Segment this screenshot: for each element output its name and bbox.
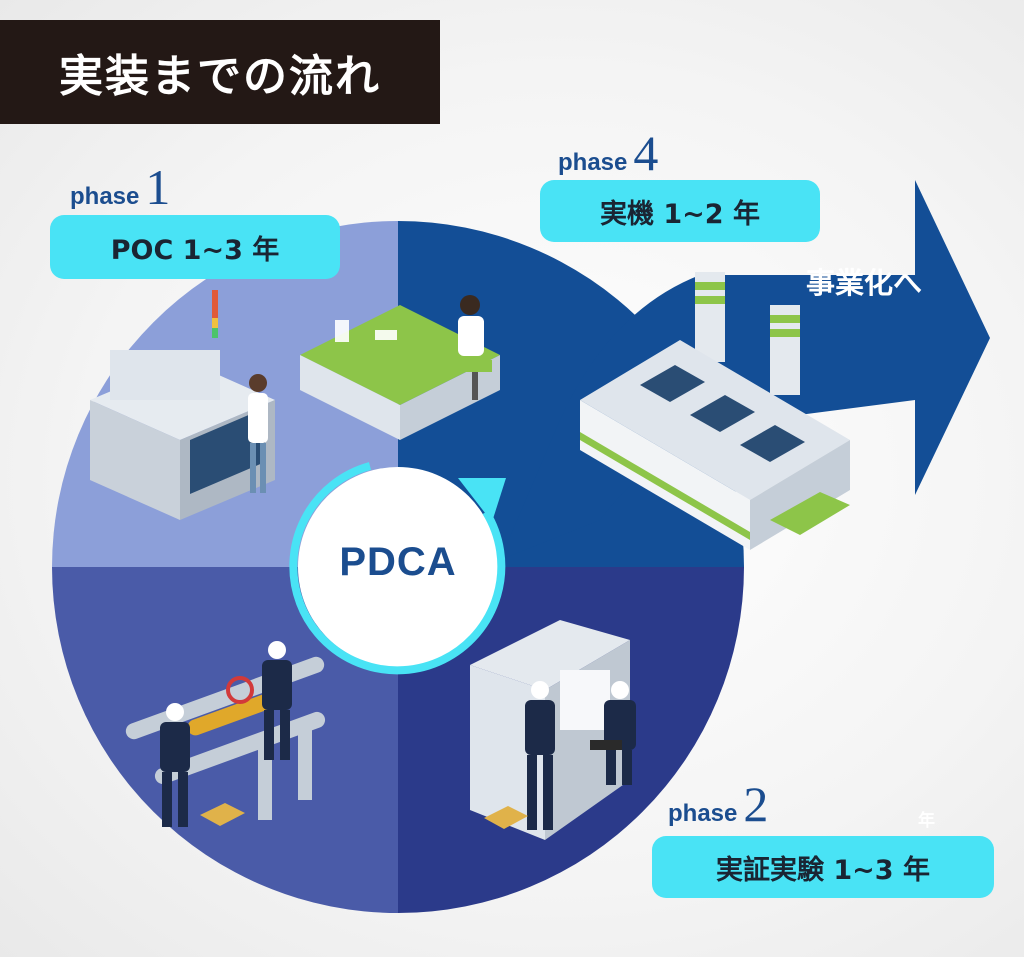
phase-2-word: phase [668, 800, 738, 827]
page-title: 実装までの流れ [0, 20, 440, 124]
scientist-standing-icon [248, 374, 268, 493]
phase-4-period: 実機 1~2 年 [540, 180, 820, 242]
pipeline-workers-icon [125, 641, 326, 827]
pdca-center-circle [298, 467, 498, 667]
phase-1-period: POC 1~3 年 [50, 215, 340, 279]
business-arrow-label: 事業化へ [806, 266, 923, 300]
phase-1-word: phase [70, 183, 140, 210]
phase-1-heading: phase 1 [70, 162, 170, 212]
phase-1-number: 1 [145, 159, 171, 215]
factory-icon [580, 272, 850, 550]
pdca-label: PDCA [339, 540, 457, 584]
phase-4-heading: phase 4 [558, 128, 658, 178]
cycle-arrowhead-icon [458, 478, 506, 522]
phase-2-heading: phase 2 [668, 779, 768, 829]
phase-2-period: 実証実験 1~3 年 [652, 836, 994, 898]
control-panel-workers-icon [470, 620, 636, 840]
phase-2-number: 2 [743, 776, 769, 832]
cycle-arrow-icon [289, 462, 506, 675]
phase-4-word: phase [558, 149, 628, 176]
ghost-year-char: 年 [918, 811, 935, 831]
lab-desk-icon [300, 295, 500, 440]
quadrant-phase-3 [52, 567, 398, 913]
phase-4-number: 4 [633, 125, 659, 181]
